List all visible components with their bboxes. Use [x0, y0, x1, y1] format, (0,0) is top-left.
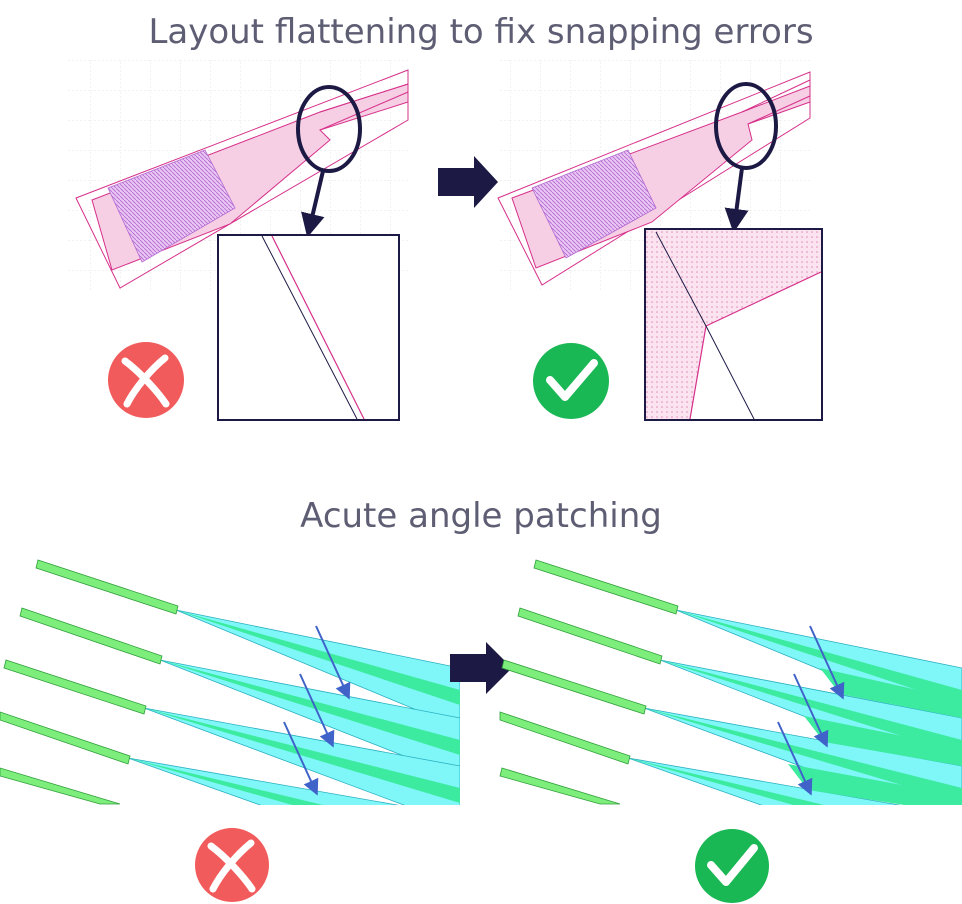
gap-arrow: [299, 673, 335, 748]
zoom-arrow: [724, 167, 749, 233]
zoom-box-before: [217, 234, 400, 421]
gap-arrow: [283, 721, 319, 796]
gap-arrow: [777, 721, 813, 796]
transform-arrow-top: [438, 156, 498, 208]
highlight-circle: [714, 82, 778, 170]
gap-arrow: [793, 673, 829, 748]
check-icon: [695, 829, 769, 903]
highlight-circle: [296, 85, 362, 173]
transform-arrow-bottom: [450, 642, 512, 694]
zoom-arrow: [301, 170, 325, 238]
patching-before-panel: [0, 559, 460, 805]
check-icon: [533, 343, 609, 419]
gap-arrow: [315, 625, 351, 700]
patching-after-panel: [499, 559, 962, 805]
layout-after-panel: [497, 60, 823, 421]
layout-before-panel: [68, 60, 409, 421]
section-title-patching: Acute angle patching: [300, 496, 662, 536]
cross-icon: [195, 828, 269, 902]
section-title-flattening: Layout flattening to fix snapping errors: [148, 12, 814, 52]
gap-arrow: [809, 625, 845, 700]
cross-icon: [108, 342, 184, 418]
zoom-box-after: [644, 228, 823, 421]
